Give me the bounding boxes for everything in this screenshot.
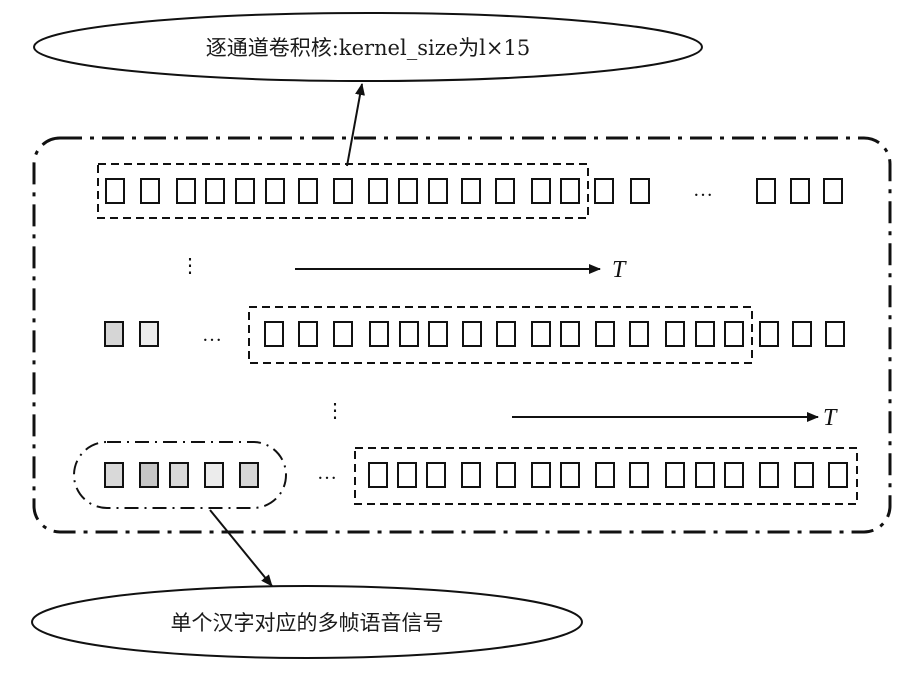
row-2: … <box>104 306 845 364</box>
time-axis-label-1: T <box>612 257 627 283</box>
time-axis-label-2: T <box>823 405 838 431</box>
frame-box <box>759 462 779 488</box>
frame-box <box>298 178 318 204</box>
frame-box <box>531 462 551 488</box>
frame-box <box>265 178 285 204</box>
frame-box <box>368 178 388 204</box>
frame-box <box>724 321 744 347</box>
character-frames-group <box>73 441 287 509</box>
vertical-ellipsis: ⋮ <box>180 255 200 277</box>
frame-box <box>428 178 448 204</box>
frame-box <box>595 321 615 347</box>
frame-box <box>630 178 650 204</box>
frame-box <box>594 178 614 204</box>
frame-box <box>495 178 515 204</box>
frame-box <box>665 321 685 347</box>
frame-box <box>461 178 481 204</box>
frame-box <box>695 462 715 488</box>
vertical-ellipsis: ⋮ <box>325 400 345 422</box>
frame-box <box>629 462 649 488</box>
frame-box <box>531 178 551 204</box>
horizontal-ellipsis: … <box>693 179 713 201</box>
character-label-node: 单个汉字对应的多帧语音信号 <box>31 585 583 659</box>
frame-box <box>794 462 814 488</box>
frame-box <box>790 178 810 204</box>
frame-box <box>724 462 744 488</box>
frame-box <box>298 321 318 347</box>
frame-box <box>397 462 417 488</box>
frame-box <box>398 178 418 204</box>
frame-box <box>496 321 516 347</box>
frame-box <box>333 178 353 204</box>
frame-box <box>560 462 580 488</box>
frame-box <box>759 321 779 347</box>
kernel-window-row-2 <box>248 306 753 364</box>
kernel-window-row-3 <box>354 447 858 505</box>
frame-box <box>560 321 580 347</box>
row-1: … <box>97 163 843 219</box>
frame-box <box>825 321 845 347</box>
character-arrow <box>209 509 273 587</box>
frame-box <box>695 321 715 347</box>
kernel-window-row-1 <box>97 163 589 219</box>
frame-box <box>140 178 160 204</box>
frame-box <box>595 462 615 488</box>
frame-box <box>828 462 848 488</box>
frame-box <box>399 321 419 347</box>
kernel-label-ellipse <box>33 12 703 82</box>
kernel-label-node: 逐通道卷积核:kernel_size为l×15 <box>33 12 703 82</box>
frame-box <box>792 321 812 347</box>
row-3: … <box>73 441 858 509</box>
frame-box <box>560 178 580 204</box>
frame-box <box>461 462 481 488</box>
shaded-frame-box <box>139 321 159 347</box>
frame-box <box>264 321 284 347</box>
shaded-frame-box <box>139 462 159 488</box>
frame-box <box>428 321 448 347</box>
frame-box <box>756 178 776 204</box>
shaded-frame-box <box>104 321 124 347</box>
frame-box <box>333 321 353 347</box>
frame-box <box>462 321 482 347</box>
frame-box <box>496 462 516 488</box>
frame-box <box>368 462 388 488</box>
shaded-frame-box <box>204 462 224 488</box>
feature-map-container <box>32 136 892 534</box>
kernel-arrow <box>346 83 365 167</box>
frame-box <box>665 462 685 488</box>
frame-box <box>105 178 125 204</box>
shaded-frame-box <box>239 462 259 488</box>
frame-box <box>205 178 225 204</box>
shaded-frame-box <box>104 462 124 488</box>
kernel-label-text: 逐通道卷积核:kernel_size为l×15 <box>206 36 530 60</box>
frame-box <box>176 178 196 204</box>
character-label-ellipse <box>31 585 583 659</box>
frame-box <box>629 321 649 347</box>
frame-box <box>823 178 843 204</box>
frame-box <box>426 462 446 488</box>
horizontal-ellipsis: … <box>202 324 222 346</box>
frame-box <box>369 321 389 347</box>
shaded-frame-box <box>169 462 189 488</box>
frame-box <box>235 178 255 204</box>
frame-box <box>531 321 551 347</box>
horizontal-ellipsis: … <box>317 462 337 484</box>
character-label-text: 单个汉字对应的多帧语音信号 <box>171 611 444 635</box>
